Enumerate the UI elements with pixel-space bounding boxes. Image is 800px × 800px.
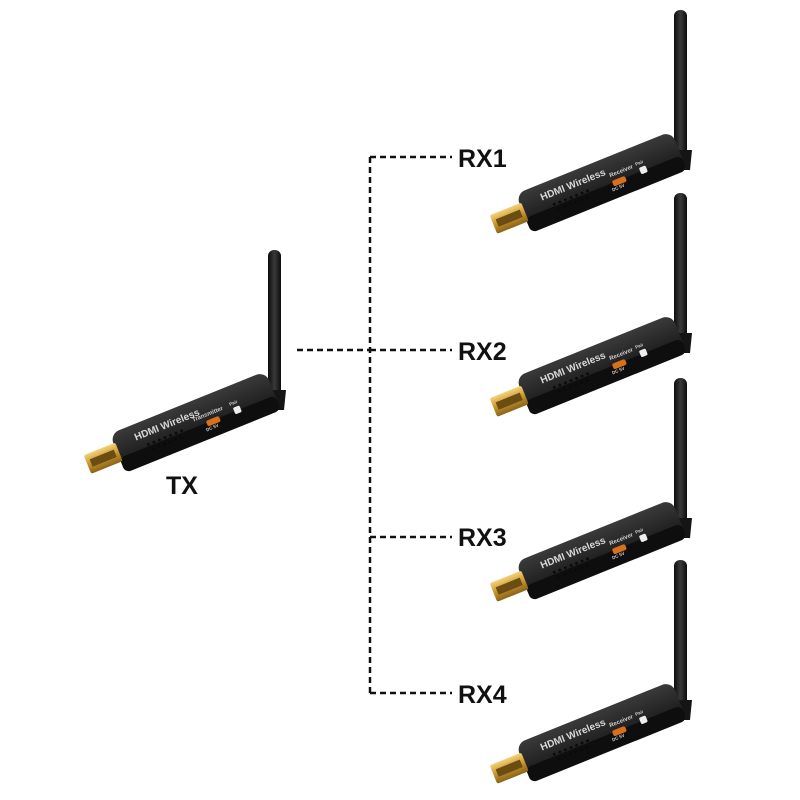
receiver-pair-label: Pair [634, 527, 644, 535]
receiver-port-label: DC 5V [611, 733, 625, 743]
transmitter-port-label: DC 5V [205, 423, 219, 433]
receiver-port-label: DC 5V [611, 366, 625, 376]
receiver-port-label: DC 5V [611, 183, 625, 193]
receiver-port-label: DC 5V [611, 551, 625, 561]
receiver-label-rx2: RX2 [458, 338, 507, 366]
connection-lines [297, 155, 452, 695]
transmitter-device: HDMI Wireless Transmitter DC 5V Pair [79, 250, 286, 485]
receiver-pair-label: Pair [634, 342, 644, 350]
transmitter-label: TX [166, 472, 198, 500]
receiver-pair-label: Pair [634, 709, 644, 717]
receiver-device-1: HDMI Wireless Receiver DC 5V Pair [485, 10, 692, 245]
receiver-device-2: HDMI Wireless Receiver DC 5V Pair [485, 193, 692, 428]
receiver-label-rx1: RX1 [458, 145, 507, 173]
receiver-label-rx4: RX4 [458, 681, 507, 709]
receiver-device-3: HDMI Wireless Receiver DC 5V Pair [485, 378, 692, 613]
transmitter-pair-label: Pair [228, 399, 238, 407]
receiver-pair-label: Pair [634, 159, 644, 167]
receiver-label-rx3: RX3 [458, 524, 507, 552]
receiver-device-4: HDMI Wireless Receiver DC 5V Pair [485, 560, 692, 795]
